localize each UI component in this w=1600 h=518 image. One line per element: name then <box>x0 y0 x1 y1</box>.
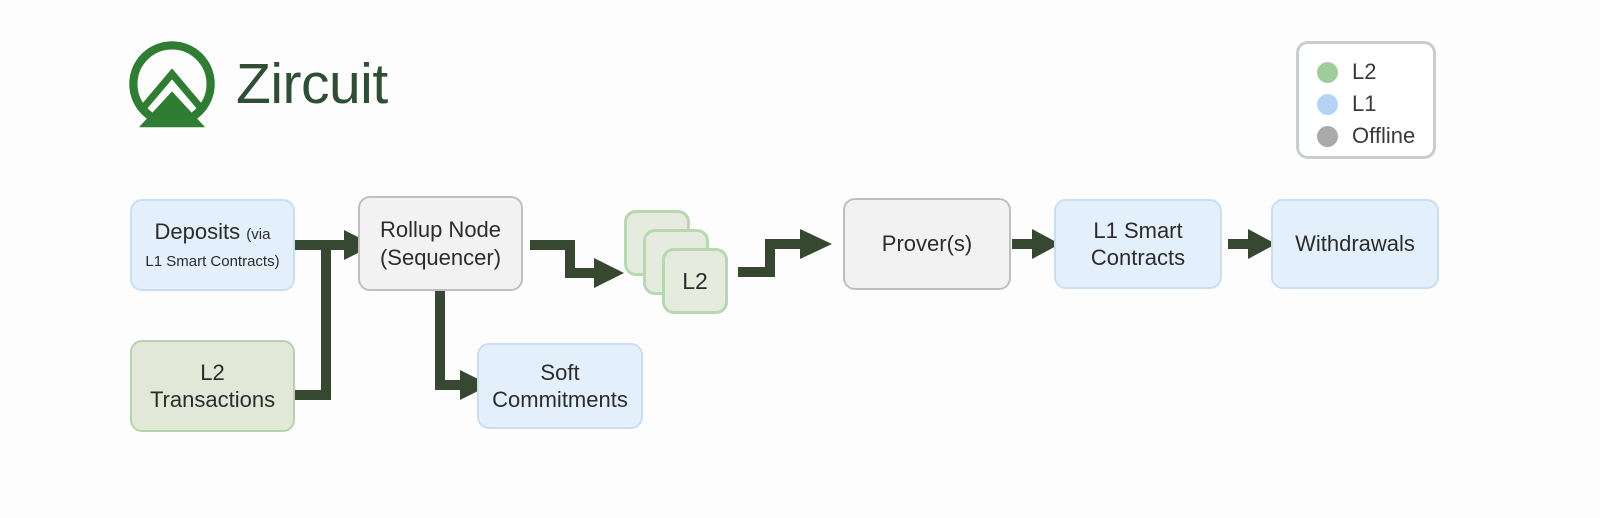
node-l2-transactions-line2: Transactions <box>149 387 276 412</box>
legend-item-label: L2 <box>1352 59 1377 84</box>
node-l2-transactions[interactable]: L2 Transactions <box>130 340 295 432</box>
legend: L2 L1 Offline <box>1296 41 1436 159</box>
node-soft-commitments-line1: Soft <box>540 359 580 385</box>
node-provers[interactable]: Prover(s) <box>843 198 1011 290</box>
legend-item-label: Offline <box>1352 123 1416 148</box>
legend-item-offline: Offline <box>1317 120 1433 152</box>
node-rollup-node-line1: Rollup Node <box>379 217 502 243</box>
connector-l2-blocks-to-provers <box>738 229 832 277</box>
connector-l1-smart-contracts-to-withdrawals <box>1228 229 1276 259</box>
node-l1-smart-contracts[interactable]: L1 Smart Contracts <box>1054 199 1222 289</box>
connector-provers-to-l1-smart-contracts <box>1012 229 1060 259</box>
node-withdrawals-label: Withdrawals <box>1295 231 1415 257</box>
status-dot-blue-icon <box>1317 93 1338 115</box>
node-rollup-node[interactable]: Rollup Node (Sequencer) <box>358 196 523 291</box>
status-dot-gray-icon <box>1317 125 1338 147</box>
node-soft-commitments[interactable]: Soft Commitments <box>477 343 643 429</box>
node-soft-commitments-line2: Commitments <box>492 387 628 412</box>
brand-name: Zircuit <box>236 51 388 116</box>
node-deposits-line2: L1 Smart Contracts) <box>145 253 280 270</box>
connector-rollup-node-to-soft-commitments <box>435 287 490 400</box>
zircuit-mountain-logo-icon <box>129 41 215 128</box>
node-deposits[interactable]: Deposits (via L1 Smart Contracts) <box>130 199 295 291</box>
brand-logo: Zircuit <box>126 38 388 130</box>
node-l1-smart-contracts-line2: Contracts <box>1090 245 1186 270</box>
l2-block-card-front[interactable]: L2 <box>662 248 728 314</box>
node-l2-transactions-line1: L2 <box>200 359 225 385</box>
node-l2-blocks-stack[interactable]: L2 <box>624 210 734 320</box>
legend-item-l2: L2 <box>1317 56 1433 88</box>
node-rollup-node-line2: (Sequencer) <box>379 244 502 270</box>
node-provers-label: Prover(s) <box>881 231 973 257</box>
legend-item-label: L1 <box>1352 91 1377 116</box>
legend-item-l1: L1 <box>1317 88 1433 120</box>
node-deposits-sublabel: (via <box>246 225 271 243</box>
connector-rollup-node-to-l2-blocks <box>530 240 624 288</box>
node-l2-blocks-label: L2 <box>682 267 708 294</box>
status-dot-green-icon <box>1317 61 1338 83</box>
node-deposits-label: Deposits <box>154 218 247 244</box>
node-withdrawals[interactable]: Withdrawals <box>1271 199 1439 289</box>
node-l1-smart-contracts-line1: L1 Smart <box>1093 217 1183 243</box>
